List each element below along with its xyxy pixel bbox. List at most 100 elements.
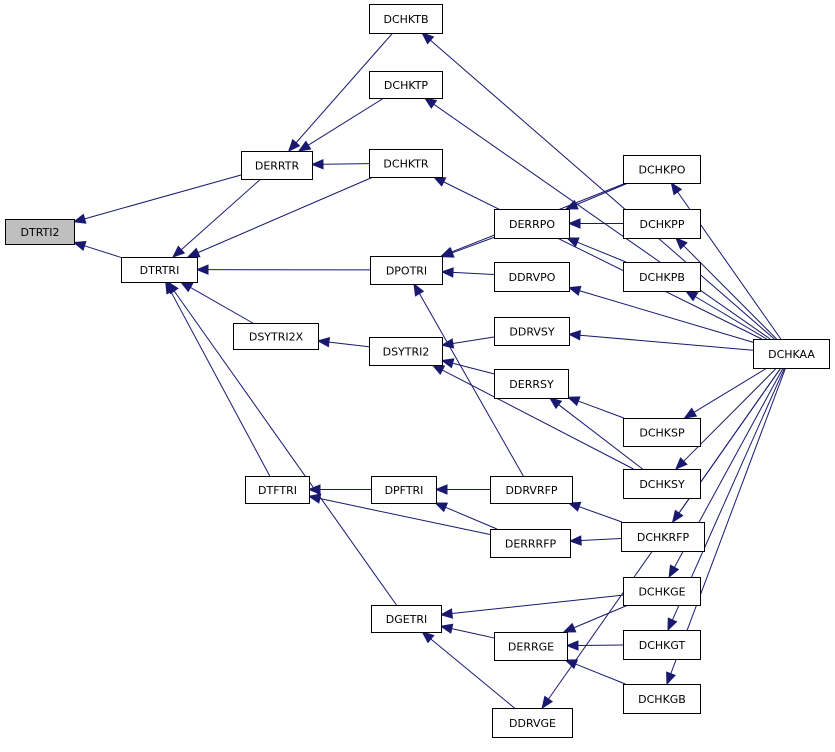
arrowhead-ddrvge <box>541 695 554 710</box>
node-label: DCHKPP <box>640 218 685 231</box>
node-dsytri2x[interactable]: DSYTRI2X <box>233 323 319 350</box>
node-label: DERRSY <box>509 378 554 391</box>
arrowhead-derrpo <box>565 237 580 248</box>
node-label: DPFTRI <box>385 484 424 497</box>
node-box <box>623 262 701 292</box>
node-dpotri[interactable]: DPOTRI <box>370 256 443 285</box>
edge-ddrvge-to-dgetri <box>430 638 515 709</box>
arrowhead-dchkgb <box>666 671 676 686</box>
arrowhead-dpotri <box>440 247 455 258</box>
node-box <box>371 476 437 504</box>
node-box <box>494 317 570 346</box>
node-box <box>623 418 701 447</box>
node-dpftri[interactable]: DPFTRI <box>371 476 437 504</box>
edge-dgetri-to-dtrtri <box>173 290 397 606</box>
arrowhead-dchkge <box>668 564 680 579</box>
arrowhead-dchktr <box>432 176 447 187</box>
edge-dchkaa-to-dchkpp <box>683 245 777 340</box>
node-dchksp[interactable]: DCHKSP <box>623 418 701 447</box>
node-derrge[interactable]: DERRGE <box>494 632 568 661</box>
edge-dsytri2-to-dsytri2x <box>328 341 370 348</box>
node-ddrvrfp[interactable]: DDRVRFP <box>490 476 573 504</box>
node-dchktp[interactable]: DCHKTP <box>369 71 443 99</box>
edge-dchkrfp-to-ddrvrfp <box>578 506 623 523</box>
node-dgetri[interactable]: DGETRI <box>371 605 442 633</box>
node-derrtr[interactable]: DERRTR <box>241 151 313 180</box>
node-derrpo[interactable]: DERRPO <box>494 209 570 239</box>
edge-dsytri2x-to-dtrtri <box>190 287 253 324</box>
node-dchksy[interactable]: DCHKSY <box>623 469 701 499</box>
node-box <box>369 149 443 178</box>
edge-dchkgb-to-derrge <box>575 663 626 685</box>
node-label: DCHKGE <box>638 586 685 599</box>
node-box <box>494 632 568 661</box>
arrowhead-derrsy <box>566 396 581 407</box>
node-dchkgb[interactable]: DCHKGB <box>623 684 701 714</box>
arrowhead-dtftri <box>307 484 321 495</box>
node-ddrvpo[interactable]: DDRVPO <box>494 262 570 292</box>
node-dchkrfp[interactable]: DCHKRFP <box>621 522 705 552</box>
edge-dchktp-to-derrtr <box>308 97 385 146</box>
node-dchkaa[interactable]: DCHKAA <box>753 339 830 369</box>
edge-dchkaa-to-ddrvsy <box>579 334 754 351</box>
node-label: DERRTR <box>255 160 300 173</box>
arrowhead-dsytri2 <box>440 358 455 369</box>
edge-dchkaa-to-dchkgb <box>670 367 787 674</box>
node-label: DCHKRFP <box>637 531 690 544</box>
node-dchkpp[interactable]: DCHKPP <box>623 209 701 239</box>
node-label: DCHKTP <box>384 79 429 92</box>
edge-dchkgt-to-derrge <box>577 644 624 646</box>
node-dtrti2[interactable]: DTRTI2 <box>5 219 75 245</box>
edge-dchkaa-to-dchktr <box>443 181 762 340</box>
edge-derrge-to-dgetri <box>451 628 495 639</box>
edge-ddrvpo-to-dpotri <box>452 271 495 276</box>
node-dchktr[interactable]: DCHKTR <box>369 149 443 178</box>
node-box <box>623 155 701 184</box>
node-box <box>371 605 442 633</box>
node-derrrfp[interactable]: DERRRFP <box>490 529 571 558</box>
edge-dtftri-to-dtrtri <box>170 291 271 477</box>
node-dchkgt[interactable]: DCHKGT <box>623 630 701 660</box>
arrowhead-dsytri2x <box>316 337 331 348</box>
arrowhead-dtrti2 <box>72 240 87 251</box>
edge-dchkrfp-to-derrrfp <box>580 538 622 541</box>
node-dchkpb[interactable]: DCHKPB <box>623 262 701 292</box>
node-box <box>5 219 75 245</box>
node-dchkge[interactable]: DCHKGE <box>623 577 701 606</box>
edge-dchkaa-to-ddrvpo <box>579 290 754 343</box>
node-label: DCHKTB <box>383 13 428 26</box>
node-label: DCHKSP <box>639 427 685 440</box>
node-ddrvge[interactable]: DDRVGE <box>492 708 573 738</box>
node-box <box>623 209 701 239</box>
edge-dchkaa-to-dchksp <box>693 367 768 413</box>
arrowhead-ddrvsy <box>567 330 581 341</box>
edge-dchktr-to-derrtr <box>322 163 370 165</box>
edge-dchkaa-to-dchktb <box>430 39 775 340</box>
arrowhead-dtrtri <box>167 280 179 295</box>
node-dsytri2[interactable]: DSYTRI2 <box>369 337 443 366</box>
edge-derrpo-to-dpotri <box>452 236 495 254</box>
node-dchktb[interactable]: DCHKTB <box>369 4 443 34</box>
arrowhead-derrge <box>565 640 579 651</box>
node-box <box>623 577 701 606</box>
node-box <box>490 529 571 558</box>
node-label: DCHKAA <box>768 348 815 361</box>
node-label: DDRVRFP <box>505 484 557 497</box>
node-box <box>623 684 701 714</box>
edge-derrrfp-to-dtftri <box>319 498 491 536</box>
node-dtftri[interactable]: DTFTRI <box>245 476 310 504</box>
arrowhead-dtftri <box>307 493 322 504</box>
node-dtrtri[interactable]: DTRTRI <box>121 257 198 283</box>
edge-dchkaa-to-dchkpb <box>695 296 767 340</box>
nodes-layer: DTRTI2 DERRTR DTRTRI DCHKTB DCHKTP DCHKTR DCHK… <box>5 4 830 738</box>
arrowhead-dtrtri <box>186 247 201 258</box>
arrowhead-dtrtri <box>172 245 186 258</box>
edge-dchksy-to-dsytri2 <box>442 369 634 470</box>
node-dchkpo[interactable]: DCHKPO <box>623 155 701 184</box>
node-ddrvsy[interactable]: DDRVSY <box>494 317 570 346</box>
node-label: DDRVGE <box>509 717 556 730</box>
edge-dchkpb-to-derrpo <box>577 241 627 263</box>
node-derrsy[interactable]: DERRSY <box>494 369 569 399</box>
arrowhead-dchkgt <box>667 617 678 632</box>
node-box <box>370 256 443 285</box>
